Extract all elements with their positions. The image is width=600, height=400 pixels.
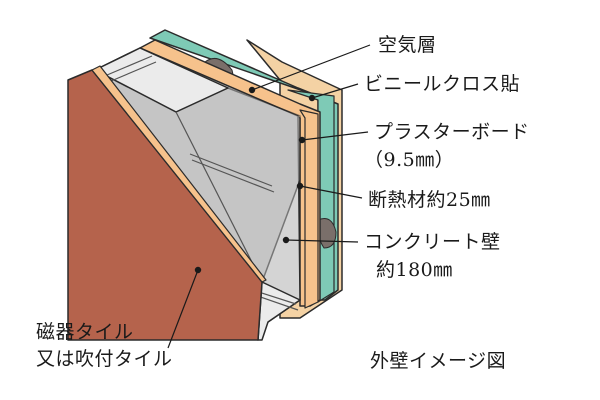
label-concrete-wall: コンクリート壁: [364, 231, 501, 253]
tile-exterior-face: [67, 69, 263, 341]
label-plaster-board-thickness: （9.5㎜）: [364, 149, 455, 171]
label-tile-line1: 磁器タイル: [36, 321, 134, 343]
label-insulation: 断熱材約25㎜: [368, 189, 491, 211]
label-plaster-board: プラスターボード: [374, 121, 530, 143]
label-tile-line2: 又は吹付タイル: [36, 348, 173, 370]
label-concrete-thickness: 約180㎜: [376, 259, 453, 281]
label-vinyl-cloth: ビニールクロス貼: [364, 73, 521, 95]
tile-edge: [91, 65, 267, 283]
insulation-edge: [299, 109, 319, 309]
leader-lines: [167, 44, 371, 349]
label-air-layer: 空気層: [378, 34, 437, 56]
diagram-caption: 外壁イメージ図: [370, 350, 507, 372]
